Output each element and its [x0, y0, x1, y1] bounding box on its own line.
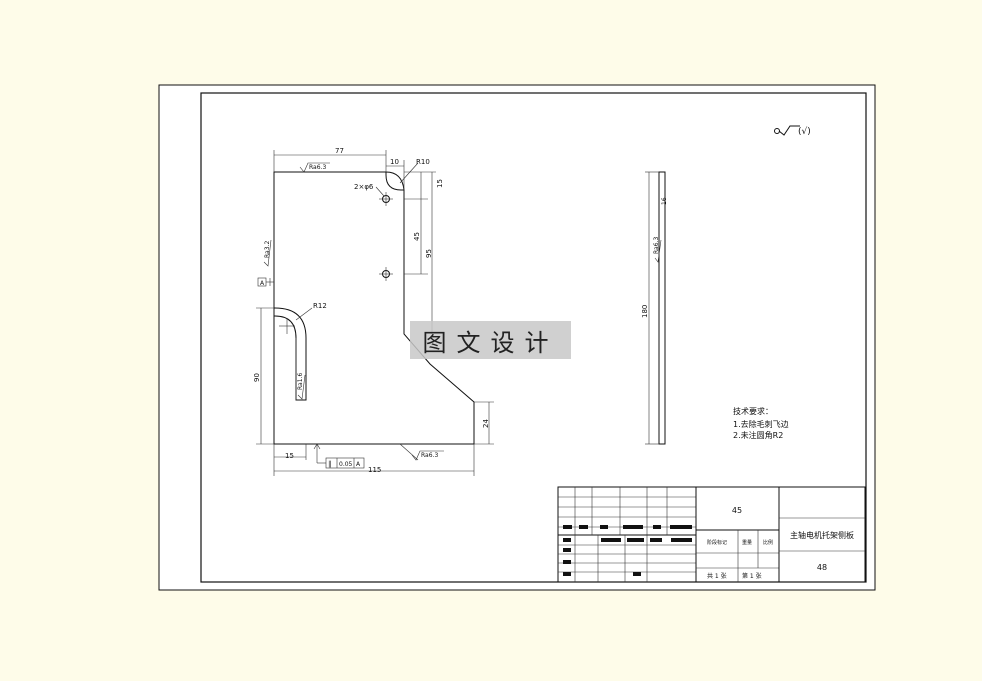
svg-text:A: A [260, 280, 265, 287]
part-outline [273, 171, 475, 445]
side-view: 180 Ra6.3 16 [641, 171, 668, 445]
svg-text:比例: 比例 [763, 539, 773, 546]
watermark: 图文设计 [410, 321, 571, 359]
svg-text:R12: R12 [313, 302, 327, 310]
svg-text:90: 90 [253, 373, 261, 382]
svg-text:2.未注圆角R2: 2.未注圆角R2 [733, 430, 783, 440]
svg-text:15: 15 [285, 452, 294, 460]
svg-text:45: 45 [413, 232, 421, 241]
svg-text:Ra3.2: Ra3.2 [264, 241, 271, 258]
svg-text:180: 180 [641, 305, 649, 318]
svg-text:∥: ∥ [328, 460, 332, 468]
svg-text:Ra1.6: Ra1.6 [297, 373, 304, 390]
inner-border [200, 92, 867, 583]
title-block: 45 阶段标记 重量 比例 共 1 张 第 1 张 主轴电机托架侧板 48 [557, 486, 866, 583]
roughness-symbol: (√) [774, 125, 811, 137]
front-view: 77 Ra6.3 10 R10 2×φ6 15 45 95 Ra3.2 A R1… [253, 147, 494, 476]
svg-text:Ra6.3: Ra6.3 [421, 452, 438, 459]
svg-text:重量: 重量 [742, 539, 752, 546]
svg-text:115: 115 [368, 466, 381, 474]
svg-text:10: 10 [390, 158, 399, 166]
svg-text:共 1 张: 共 1 张 [707, 572, 727, 580]
svg-text:主轴电机托架侧板: 主轴电机托架侧板 [790, 530, 854, 540]
svg-text:1.去除毛刺飞边: 1.去除毛刺飞边 [733, 419, 789, 429]
technical-notes: 技术要求： 1.去除毛刺飞边 2.未注圆角R2 [733, 406, 789, 440]
svg-text:95: 95 [425, 249, 433, 258]
hole-upper [379, 192, 393, 206]
svg-text:2×φ6: 2×φ6 [354, 183, 374, 191]
hole-lower [379, 267, 393, 281]
svg-text:R10: R10 [416, 158, 430, 166]
svg-text:Ra6.3: Ra6.3 [653, 237, 660, 254]
svg-text:0.05: 0.05 [339, 461, 353, 468]
svg-text:第 1 张: 第 1 张 [742, 572, 762, 580]
svg-text:15: 15 [436, 179, 444, 188]
svg-text:阶段标记: 阶段标记 [707, 539, 727, 546]
svg-text:技术要求：: 技术要求： [733, 406, 773, 416]
svg-text:48: 48 [817, 563, 827, 572]
svg-text:45: 45 [732, 506, 742, 515]
svg-text:Ra6.3: Ra6.3 [309, 164, 326, 171]
svg-text:77: 77 [335, 147, 344, 155]
side-outline [658, 171, 666, 445]
svg-text:16: 16 [661, 197, 668, 205]
svg-text:(√): (√) [798, 126, 811, 137]
svg-text:A: A [356, 461, 361, 468]
svg-text:24: 24 [482, 419, 490, 428]
